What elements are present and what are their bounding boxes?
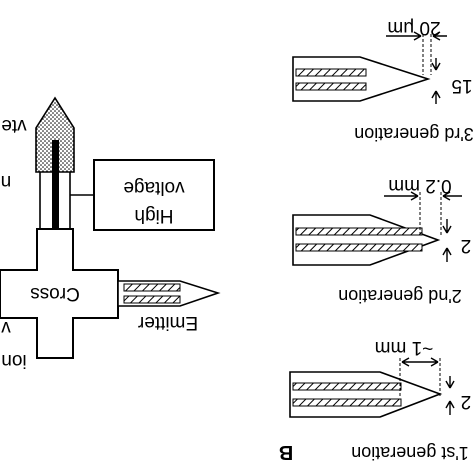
- emitter-2nd-generation: [292, 191, 462, 266]
- partial-label-top: vte: [1, 115, 26, 136]
- hv-box: [93, 159, 215, 231]
- gen3-caption: 3'rd generation: [354, 124, 474, 144]
- partial-label-bottom: v: [1, 317, 11, 338]
- emitter-1st-generation: [289, 357, 455, 418]
- cross-fitting: [0, 228, 119, 359]
- gen2-caption: 2'nd generation: [338, 286, 462, 306]
- gen3-dim-side: 15: [451, 75, 472, 96]
- hv-label-line2: voltage: [123, 177, 184, 198]
- schematic-panel: High voltage Cross Emitter vte n v ion: [0, 96, 221, 371]
- partial-label-bottom2: ion: [1, 350, 26, 371]
- schematic-emitter: [117, 280, 221, 307]
- vial-wire-section: [52, 140, 59, 172]
- gen1-caption: 1'st generation: [351, 443, 469, 463]
- sample-vial: [35, 96, 75, 173]
- cross-label: Cross: [30, 283, 80, 304]
- electrode-wire: [52, 140, 59, 229]
- emitter-label: Emitter: [137, 312, 198, 333]
- gen2-dim-top: 0.2 mm: [388, 175, 451, 196]
- gen3-dim-top: 20 μm: [387, 17, 440, 38]
- gen2-dim-side: 2: [461, 235, 472, 256]
- emitter-generations-panel: 20 μm 15 3'rd generation 0.2 mm 2 2'nd g…: [279, 17, 474, 463]
- gen1-dim-top: ~1 mm: [375, 337, 434, 358]
- partial-label-top2: n: [1, 171, 12, 192]
- hv-label-line1: High: [134, 205, 173, 226]
- panel-label-b: B: [279, 441, 293, 463]
- emitter-3rd-generation: [292, 31, 447, 104]
- gen1-dim-side: 2: [461, 391, 472, 412]
